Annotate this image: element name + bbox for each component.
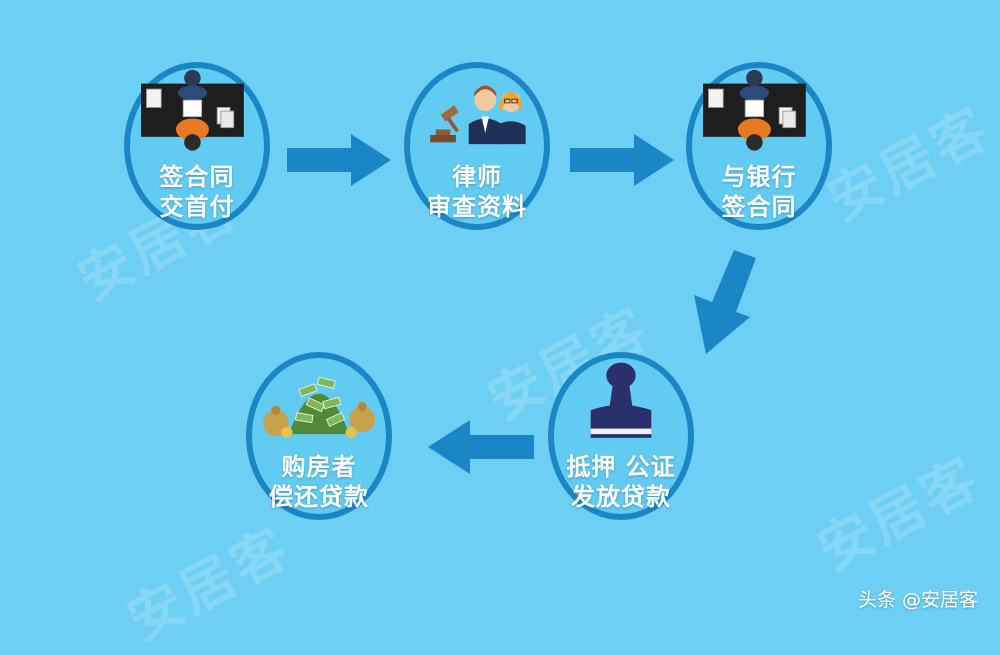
contract-desk-icon [703, 69, 806, 151]
lawyers-gavel-icon [430, 85, 526, 145]
watermark: 安居客 [817, 95, 1000, 233]
arrow-right-icon [287, 134, 391, 186]
arrow-right-icon [570, 134, 674, 186]
process-flow-diagram: 安居客 安居客 安居客 安居客 安居客 签合同 交首付 [68, 62, 1000, 653]
step-node-mortgage-loan: 抵押 公证 发放贷款 [548, 352, 694, 520]
contract-desk-icon [141, 69, 244, 151]
arrow-left-icon [428, 420, 534, 474]
step-label: 抵押 公证 发放贷款 [566, 453, 676, 511]
step-node-bank-contract: 与银行 签合同 [686, 62, 832, 230]
arrow-down-left-icon [694, 250, 756, 354]
source-credit: 头条 @安居客 [857, 589, 978, 611]
step-label: 与银行 签合同 [721, 163, 797, 221]
step-node-sign-contract: 签合同 交首付 [124, 62, 270, 230]
watermark: 安居客 [117, 515, 301, 653]
stamp-icon [590, 362, 652, 438]
step-label: 律师 审查资料 [427, 163, 527, 221]
step-node-repay-loan: 购房者 偿还贷款 [246, 352, 392, 520]
watermark: 安居客 [807, 445, 991, 583]
step-label: 购房者 偿还贷款 [269, 453, 369, 511]
step-node-lawyer-review: 律师 审查资料 [404, 62, 550, 230]
step-label: 签合同 交首付 [159, 163, 235, 221]
money-pile-icon [263, 376, 375, 438]
